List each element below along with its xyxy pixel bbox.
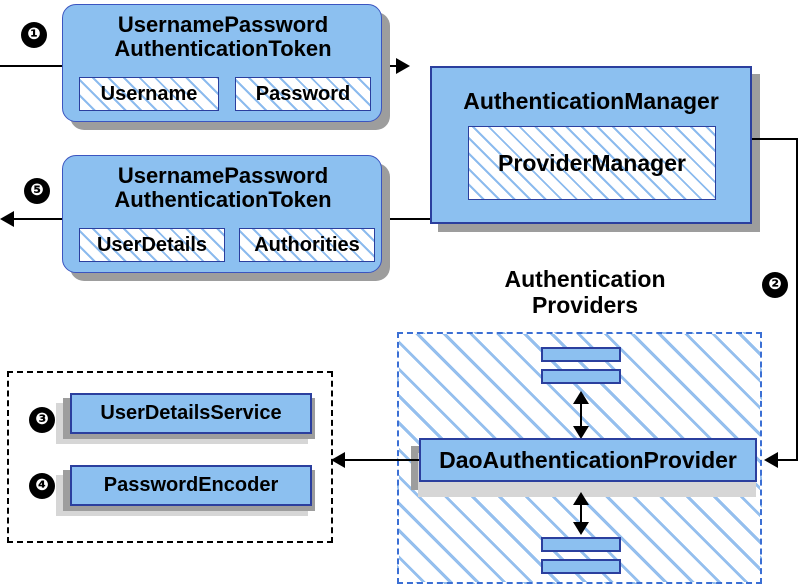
user-details-service-box[interactable]: UserDetailsService [70,393,312,434]
arrowhead-stub-bottom-down [573,522,589,535]
connector-into-provider [778,459,798,461]
response-token-field-userdetails: UserDetails [79,228,225,262]
arrowhead-into-authentication-manager [396,58,410,74]
arrowhead-into-dao-provider [764,452,778,468]
connector-manager-right [752,138,798,140]
step-badge-2: ❷ [762,272,788,298]
response-token-box[interactable]: UsernamePassword AuthenticationToken Use… [62,155,382,273]
arrowhead-response-out [0,211,14,227]
collaborators-container [7,371,333,543]
request-token-title-line1: UsernamePassword [117,12,329,37]
provider-stub-3[interactable] [541,537,621,552]
step-badge-5: ❺ [24,178,50,204]
authentication-providers-caption-line2: Providers [531,292,639,318]
step-badge-1: ❶ [21,22,47,48]
request-token-field-username: Username [79,77,219,111]
response-token-title-line2: AuthenticationToken [114,187,332,212]
request-token-title-line2: AuthenticationToken [114,36,332,61]
provider-stub-4[interactable] [541,559,621,574]
response-token-title-line1: UsernamePassword [117,163,329,188]
request-token-box[interactable]: UsernamePassword AuthenticationToken Use… [62,4,382,122]
connector-right-down [796,138,798,460]
provider-stub-2[interactable] [541,369,621,384]
authentication-providers-caption-line1: Authentication [504,266,666,292]
provider-stub-1[interactable] [541,347,621,362]
arrowhead-into-collaborators [331,452,345,468]
connector-stub-bottom [580,497,582,527]
arrowhead-stub-top-down [573,426,589,439]
request-token-field-password: Password [235,77,371,111]
connector-stub-top [580,396,582,430]
password-encoder-box[interactable]: PasswordEncoder [70,465,312,506]
connector-provider-to-collaborators [345,459,419,461]
dao-authentication-provider-box[interactable]: DaoAuthenticationProvider [419,438,757,482]
response-token-field-authorities: Authorities [239,228,375,262]
authentication-manager-label: AuthenticationManager [463,88,719,114]
provider-manager-box[interactable]: ProviderManager [468,126,716,200]
step-badge-3: ❸ [29,407,55,433]
step-badge-4: ❹ [29,473,55,499]
authentication-manager-box[interactable]: AuthenticationManager ProviderManager [430,66,752,224]
